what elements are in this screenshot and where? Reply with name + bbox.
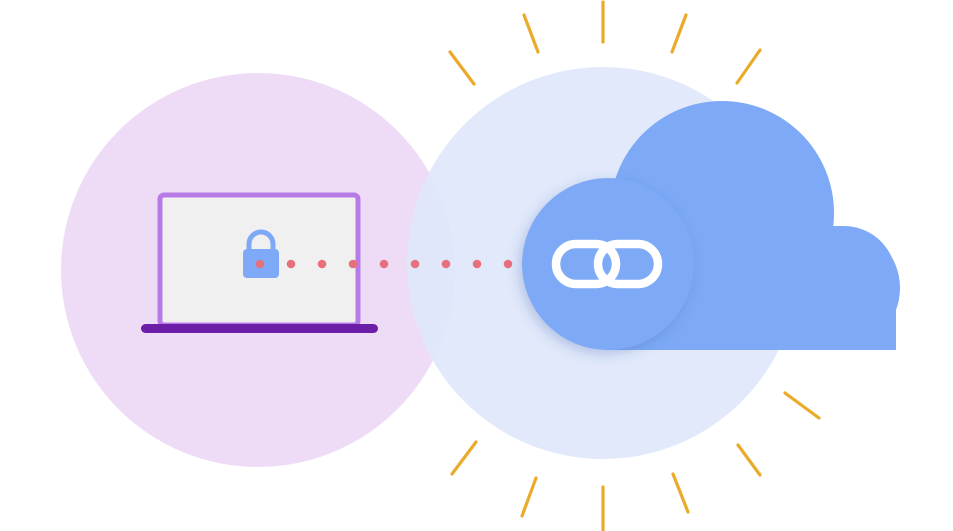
connection-dots bbox=[255, 259, 513, 269]
connection-dot bbox=[317, 259, 327, 269]
link-icon bbox=[551, 239, 663, 289]
sun-ray bbox=[671, 472, 690, 514]
sun-ray bbox=[448, 50, 476, 86]
link-badge bbox=[522, 178, 694, 350]
connection-dot bbox=[441, 259, 451, 269]
connection-dot bbox=[379, 259, 389, 269]
sun-ray bbox=[736, 443, 762, 477]
laptop-base bbox=[141, 324, 378, 333]
sun-ray bbox=[522, 13, 540, 54]
sun-ray bbox=[735, 48, 762, 85]
sun-ray bbox=[450, 440, 478, 476]
sun-rays bbox=[448, 0, 821, 531]
connection-dot bbox=[503, 259, 513, 269]
connection-dot bbox=[255, 259, 265, 269]
sun-ray bbox=[670, 13, 688, 54]
connection-dot bbox=[472, 259, 482, 269]
sun-ray bbox=[520, 476, 538, 518]
connection-dot bbox=[348, 259, 358, 269]
sun-ray bbox=[783, 391, 821, 420]
connection-dot bbox=[410, 259, 420, 269]
connection-dot bbox=[286, 259, 296, 269]
